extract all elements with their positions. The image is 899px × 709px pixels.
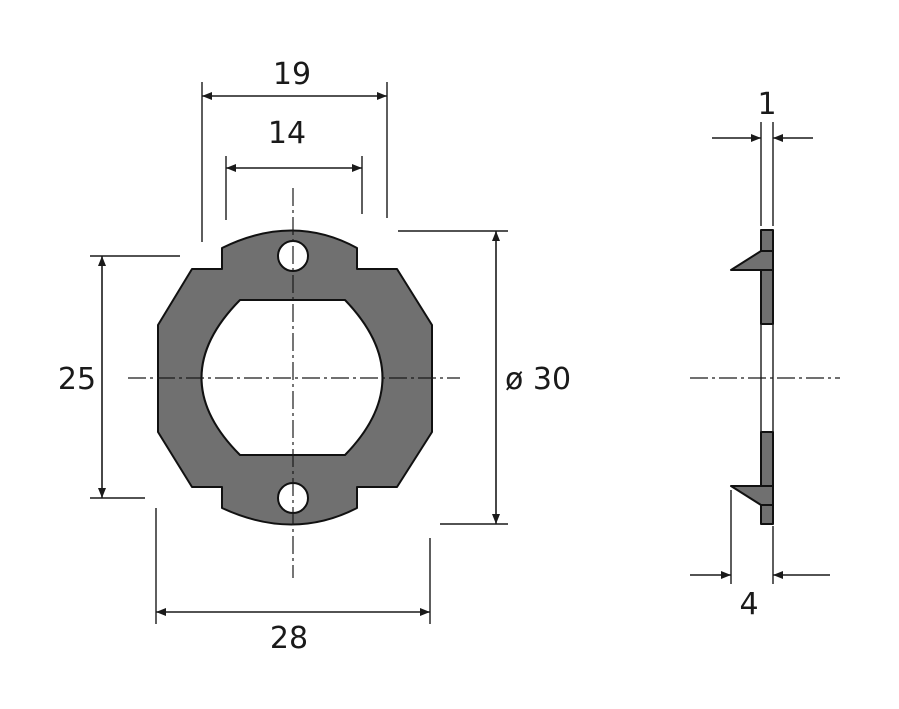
dimension-14: 14 — [225, 116, 363, 220]
dimension-25-label: 25 — [58, 362, 96, 397]
side-upper-lug — [730, 250, 774, 271]
dimension-28-label: 28 — [270, 621, 308, 656]
dimension-diameter-30-label: ø 30 — [505, 362, 571, 397]
dimension-1: 1 — [712, 87, 813, 226]
dimension-25: 25 — [58, 255, 180, 499]
side-plate-upper — [760, 229, 774, 325]
side-plate-lower — [760, 431, 774, 525]
dimension-diameter-30: ø 30 — [398, 230, 571, 525]
side-view: 1 4 — [690, 87, 840, 622]
dimension-28: 28 — [155, 508, 431, 656]
mounting-plate — [157, 229, 433, 526]
front-view: 19 14 25 ø 30 28 — [58, 57, 571, 656]
dimension-19-label: 19 — [273, 57, 311, 92]
dimension-14-label: 14 — [268, 116, 306, 151]
dimension-4-label: 4 — [739, 587, 758, 622]
dimension-19: 19 — [201, 57, 388, 242]
dimension-4: 4 — [690, 490, 830, 622]
dimension-1-label: 1 — [757, 87, 776, 122]
side-lower-lug — [730, 485, 774, 506]
